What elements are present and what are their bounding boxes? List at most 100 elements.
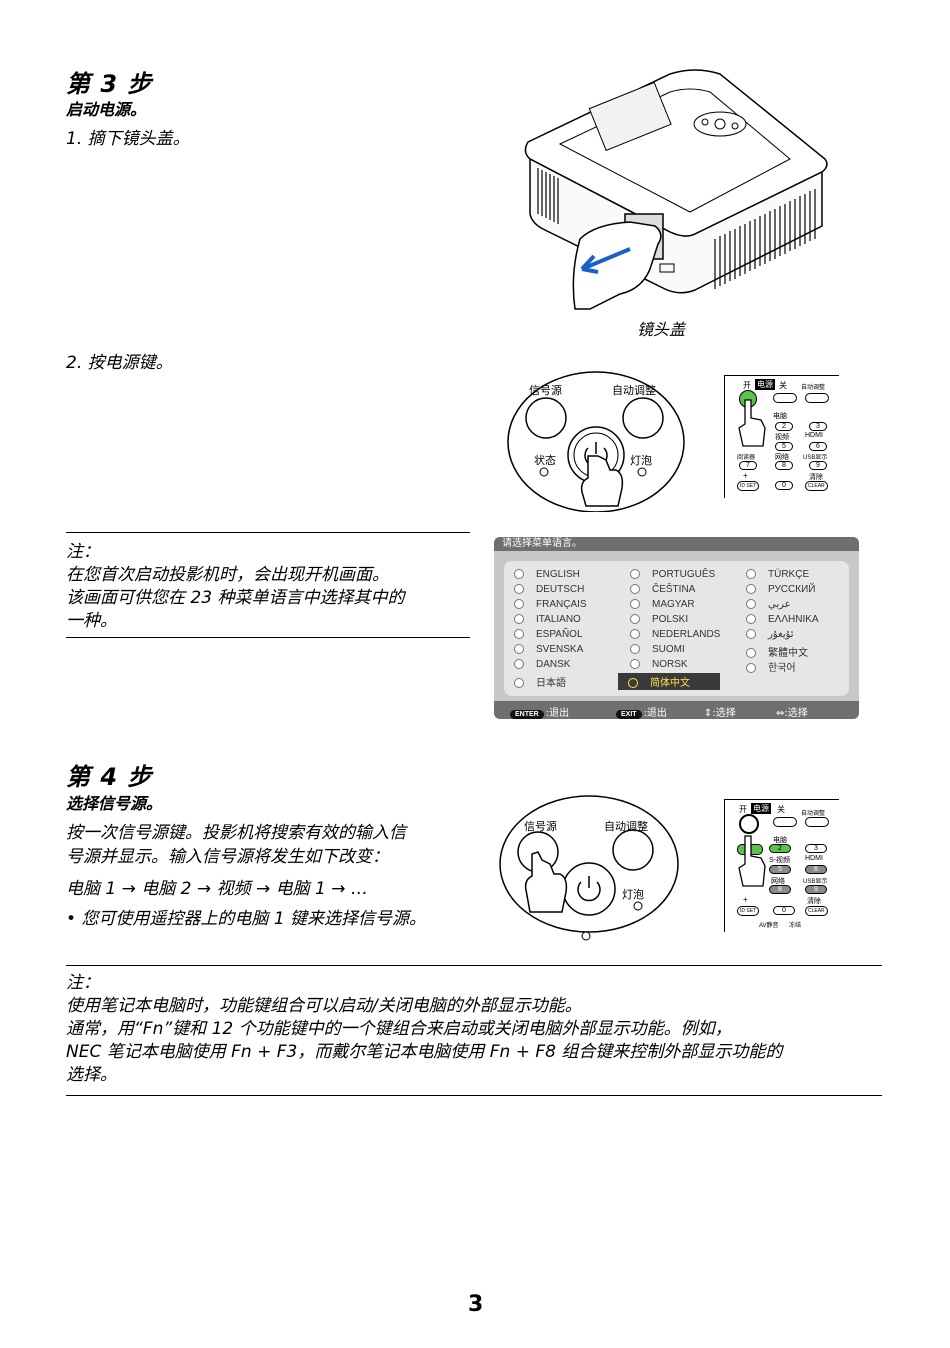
note-line: 在您首次启动投影机时，会出现开机画面。 <box>66 565 389 585</box>
language-option[interactable]: NEDERLANDS <box>630 629 720 640</box>
note-line: 使用笔记本电脑时，功能键组合可以启动/关闭电脑的外部显示功能。 <box>66 996 582 1016</box>
remote-clear-cn-label: 清除 <box>809 474 823 481</box>
radio-button <box>630 599 640 610</box>
remote-auto-adjust-label: 自动调整 <box>801 811 826 817</box>
source-sequence: 电脑 1 → 电脑 2 → 视频 → 电脑 1 → … <box>66 879 368 899</box>
remote-key-8: 8 <box>769 885 791 894</box>
language-option[interactable]: РУССКИЙ <box>746 584 815 595</box>
radio-button <box>628 678 638 689</box>
language-label: ESPAÑOL <box>536 629 583 640</box>
language-option[interactable]: 繁體中文 <box>746 644 808 659</box>
language-label: POLSKI <box>652 614 689 625</box>
radio-button <box>514 584 524 595</box>
language-label: PORTUGUÊS <box>652 569 716 580</box>
remote-av-mute-label: AV静音 <box>759 923 779 929</box>
remote-key-9: 9 <box>805 885 827 894</box>
language-list-panel: ENGLISH DEUTSCH FRANÇAIS ITALIANO ESPAÑO… <box>504 561 849 696</box>
language-option[interactable]: SUOMI <box>630 644 685 655</box>
remote-hdmi-label: HDMI <box>805 432 823 439</box>
note-label: 注： <box>66 973 100 993</box>
remote-auto-adjust-label: 自动调整 <box>801 385 826 391</box>
step4-paragraph-line2: 号源并显示。输入信号源将发生如下改变： <box>66 847 389 867</box>
language-option[interactable]: عربي <box>746 599 791 610</box>
remote-idset-key: ID SET <box>737 481 760 491</box>
language-option[interactable]: MAGYAR <box>630 599 695 610</box>
language-label: DEUTSCH <box>536 584 585 595</box>
pointing-hand-icon <box>738 399 766 447</box>
language-option[interactable]: DEUTSCH <box>514 584 584 595</box>
step3-subtitle: 启动电源。 <box>66 100 147 119</box>
radio-button <box>514 659 524 670</box>
radio-button <box>746 629 756 640</box>
auto-adjust-button-label: 自动调整 <box>612 384 656 397</box>
remote-off-key <box>773 817 797 827</box>
step4-paragraph-line1: 按一次信号源键。投影机将搜索有效的输入信 <box>66 823 406 843</box>
auto-adjust-button-label: 自动调整 <box>604 820 648 833</box>
remote-key-6: 6 <box>805 865 827 874</box>
remote-power-on-key <box>739 814 759 834</box>
remote-plus-label: + <box>743 471 748 480</box>
remote-on-label: 开 <box>739 805 747 814</box>
language-option[interactable]: DANSK <box>514 659 570 670</box>
remote-viewer-label: 阅读器 <box>737 455 756 461</box>
language-option[interactable]: 日本語 <box>514 674 566 689</box>
language-option[interactable]: POLSKI <box>630 614 688 625</box>
language-label: MAGYAR <box>652 599 695 610</box>
remote-hdmi-label: HDMI <box>805 855 823 862</box>
pointing-hand-icon <box>738 835 766 887</box>
language-label: ITALIANO <box>536 614 581 625</box>
menu-footer: ENTER:退出 EXIT:退出 ⇕:选择 ⇔:选择 <box>494 701 859 719</box>
remote-auto-adjust-key <box>805 393 829 403</box>
remote-computer-label: 电脑 <box>773 413 787 420</box>
language-option[interactable]: FRANÇAIS <box>514 599 587 610</box>
language-label: 繁體中文 <box>768 648 808 659</box>
language-option[interactable]: TÜRKÇE <box>746 569 809 580</box>
language-option[interactable]: NORSK <box>630 659 688 670</box>
enter-key-badge: ENTER <box>510 710 544 719</box>
remote-key-3: 3 <box>809 422 827 431</box>
projector-illustration <box>524 69 828 310</box>
note-line: NEC 笔记本电脑使用 Fn + F3，而戴尔笔记本电脑使用 Fn + F8 组… <box>66 1042 783 1062</box>
language-option[interactable]: PORTUGUÊS <box>630 569 715 580</box>
language-label: FRANÇAIS <box>536 599 587 610</box>
language-option[interactable]: ITALIANO <box>514 614 581 625</box>
bottom-note: 注： 使用笔记本电脑时，功能键组合可以启动/关闭电脑的外部显示功能。 通常，用“… <box>66 965 882 1096</box>
language-option[interactable]: ئۇيغۇر <box>746 629 794 640</box>
menu-title: 请选择菜单语言。 <box>494 537 859 551</box>
language-option[interactable]: ENGLISH <box>514 569 580 580</box>
remote-auto-adjust-key <box>805 817 829 827</box>
exit-key-badge: EXIT <box>616 710 642 719</box>
radio-button <box>630 629 640 640</box>
language-label: SVENSKA <box>536 644 584 655</box>
language-label: ČEŠTINA <box>652 584 696 595</box>
radio-button <box>746 663 756 674</box>
language-label: TÜRKÇE <box>768 569 810 580</box>
remote-power-label: 电源 <box>751 803 771 814</box>
language-label: 한국어 <box>768 663 796 674</box>
remote-idset-key: ID SET <box>737 906 760 916</box>
lamp-indicator-label: 灯泡 <box>630 454 652 467</box>
language-option[interactable]: SVENSKA <box>514 644 583 655</box>
remote-key-2: 2 <box>775 422 793 431</box>
language-option[interactable]: ΕΛΛΗΝΙΚΑ <box>746 614 819 625</box>
remote-network-label: 网络 <box>771 878 785 885</box>
note-label: 注： <box>66 542 100 562</box>
remote-plus-label: + <box>743 895 748 904</box>
radio-button <box>746 569 756 580</box>
remote-clear-key: CLEAR <box>805 906 828 916</box>
language-option[interactable]: ČEŠTINA <box>630 584 695 595</box>
language-option-selected[interactable]: 简体中文 <box>618 673 720 690</box>
step4-subtitle: 选择信号源。 <box>66 794 163 813</box>
language-option[interactable]: 한국어 <box>746 659 796 674</box>
language-option[interactable]: ESPAÑOL <box>514 629 583 640</box>
control-panel-illustration: 信号源 自动调整 状态 灯泡 <box>506 370 686 512</box>
lamp-indicator-label: 灯泡 <box>622 888 644 901</box>
language-label: 日本語 <box>536 678 566 689</box>
remote-clear-key: CLEAR <box>805 481 828 491</box>
remote-off-label: 关 <box>779 381 787 390</box>
exit-hint: :退出 <box>643 708 667 719</box>
note-line: 通常，用“Fn”键和 12 个功能键中的一个键组合来启动或关闭电脑外部显示功能。… <box>66 1019 732 1039</box>
radio-button <box>514 569 524 580</box>
step4-title: 第 4 步 <box>66 763 153 791</box>
radio-button <box>514 629 524 640</box>
